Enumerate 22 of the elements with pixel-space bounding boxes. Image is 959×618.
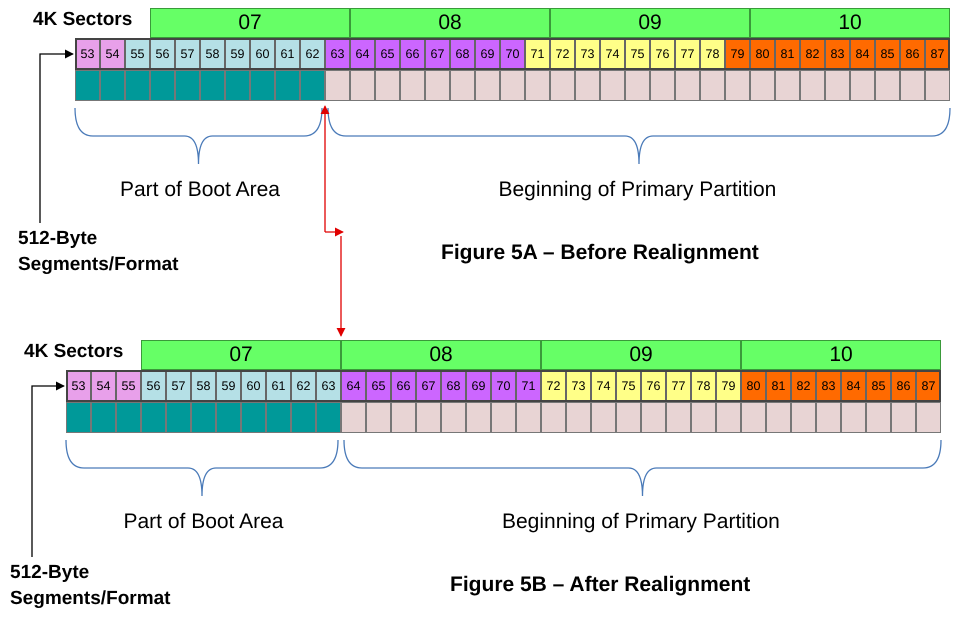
brace-label: Beginning of Primary Partition — [498, 178, 776, 202]
sector-header: 08 — [350, 8, 550, 38]
sector-header: 09 — [541, 340, 741, 370]
sector-header: 10 — [741, 340, 941, 370]
leader-arrow — [31, 381, 65, 557]
sector-header: 08 — [341, 340, 541, 370]
figure-caption: Figure 5B – After Realignment — [450, 573, 750, 597]
sector-header: 09 — [550, 8, 750, 38]
row-label: 4K Sectors — [24, 341, 124, 363]
figure-caption: Figure 5A – Before Realignment — [441, 241, 759, 265]
segment-label: 512-Byte Segments/Format — [18, 226, 248, 278]
brace-label: Part of Boot Area — [120, 178, 280, 202]
segment-row — [75, 38, 950, 70]
segment-label: 512-Byte Segments/Format — [10, 560, 240, 612]
sector-header: 10 — [750, 8, 950, 38]
brace-label: Part of Boot Area — [124, 510, 284, 534]
brace-label: Beginning of Primary Partition — [502, 510, 780, 534]
segment-row — [66, 370, 941, 402]
leader-arrow — [39, 49, 74, 223]
sector-header: 07 — [141, 340, 341, 370]
row-label: 4K Sectors — [33, 9, 132, 31]
sector-header: 07 — [150, 8, 350, 38]
